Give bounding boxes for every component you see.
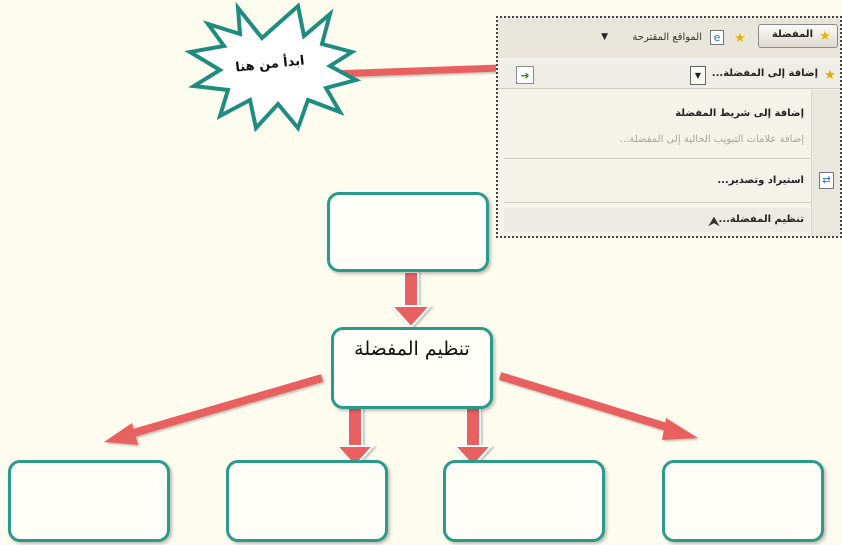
diagram-box-2	[226, 460, 388, 542]
diagram-box-top	[327, 192, 489, 272]
add-dropdown-button[interactable]: ▼	[690, 66, 706, 85]
favorites-button[interactable]: ★ المفضلة	[758, 24, 838, 48]
go-arrow-icon: ➜	[520, 68, 530, 82]
chevron-down-icon: ▼	[694, 71, 702, 80]
chevron-down-icon[interactable]: ▼	[601, 32, 608, 42]
diagram-box-3	[443, 460, 605, 542]
starburst-callout	[184, 1, 362, 133]
add-favorites-star-icon[interactable]: ★	[734, 30, 746, 46]
arrow-center-to-box-1	[104, 374, 324, 445]
menu-item-add-to-favorites-bar[interactable]: إضافة إلى شريط المفضلة	[675, 108, 804, 119]
menu-item-organize-favorites-highlight	[504, 208, 810, 232]
add-favorites-icon: ★	[824, 67, 836, 83]
add-to-favorites-button[interactable]: إضافة إلى المفضلة...	[711, 68, 818, 79]
arrow-down-top	[389, 271, 433, 329]
menu-separator	[504, 202, 810, 203]
diagram-box-1	[8, 460, 170, 542]
menu-item-import-export[interactable]: استيراد وتصدير...	[717, 175, 804, 186]
menu-item-add-current-tabs[interactable]: إضافة علامات التبويب الحالية إلى المفضلة…	[619, 134, 804, 145]
diagram-box-4	[662, 460, 824, 542]
favorites-button-label: المفضلة	[771, 29, 813, 40]
suggested-sites-link[interactable]: المواقع المقترحة	[632, 32, 702, 43]
menu-separator	[504, 158, 810, 159]
go-button[interactable]: ➜	[516, 66, 534, 84]
menu-icon-gutter	[811, 90, 840, 236]
arrow-center-to-box-4	[498, 372, 698, 440]
add-to-favorites-row: ★ إضافة إلى المفضلة... ▼ ➜	[498, 62, 840, 89]
center-box-label: تنظيم المفضلة	[354, 338, 470, 360]
menu-item-organize-favorites[interactable]: تنظيم المفضلة...	[718, 214, 804, 225]
arrow-center-to-box-3	[452, 407, 494, 468]
import-export-icon: ⇄	[819, 172, 834, 189]
arrow-center-to-box-2	[334, 407, 376, 468]
star-icon: ★	[819, 28, 831, 44]
favorites-menu-screenshot: ★ المفضلة ★ e المواقع المقترحة ▼ ★ إضافة…	[496, 16, 842, 238]
suggested-sites-icon: e	[710, 30, 724, 45]
diagram-box-center: تنظيم المفضلة	[331, 327, 493, 409]
mouse-cursor-icon: ⮝	[708, 214, 720, 230]
